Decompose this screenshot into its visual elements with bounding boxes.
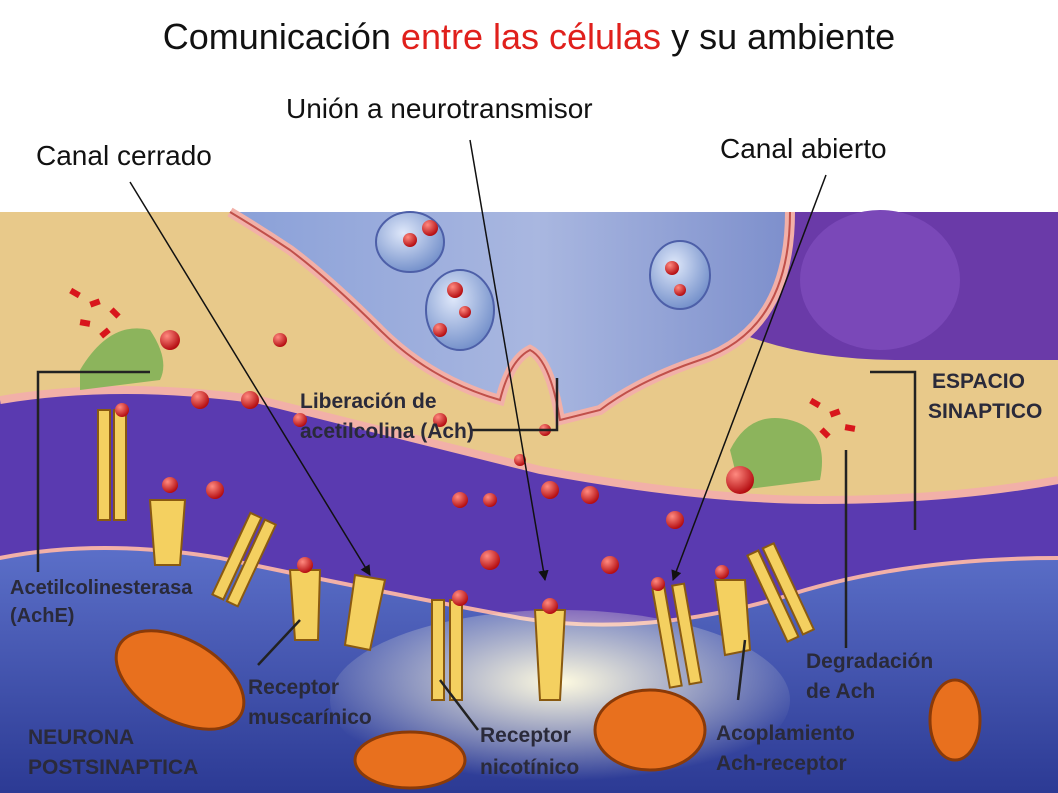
label-nicotinic-line1: Receptor: [480, 724, 571, 747]
slide-title: Comunicación entre las células y su ambi…: [0, 16, 1058, 58]
arrow-closed-channel: [129, 181, 371, 576]
label-degradation-line1: Degradación: [806, 650, 933, 673]
title-part-2-highlight: entre las células: [400, 16, 662, 57]
label-leader-lines: [36, 370, 917, 731]
callout-neurotransmitter-binding: Unión a neurotransmisor: [286, 93, 593, 124]
presynaptic-cytoplasm: [230, 212, 790, 420]
label-synaptic-space-line2: SINAPTICO: [928, 400, 1042, 423]
callout-closed-channel: Canal cerrado: [36, 140, 212, 171]
title-part-3: y su ambiente: [671, 16, 896, 57]
label-degradation-line2: de Ach: [806, 680, 875, 703]
label-coupling-line2: Ach-receptor: [716, 752, 847, 775]
acetylcholine-molecules: [160, 220, 754, 574]
presynaptic-terminal-bulb: [800, 210, 960, 350]
callout-open-channel: Canal abierto: [720, 133, 887, 164]
label-release-line2: acetilcolina (Ach): [300, 420, 474, 443]
ache-enzyme-left: [80, 328, 164, 390]
label-muscarinic-line1: Receptor: [248, 676, 339, 699]
label-muscarinic-line2: muscarínico: [248, 706, 372, 729]
label-nicotinic-line2: nicotínico: [480, 756, 579, 779]
receptors: [97, 403, 816, 701]
ache-enzyme-right: [730, 418, 822, 490]
arrow-neurotransmitter-binding: [469, 139, 549, 582]
degraded-ach-fragments: [69, 287, 856, 439]
label-ache-line1: Acetilcolinesterasa: [10, 577, 193, 599]
label-neuron-line2: POSTSINAPTICA: [28, 756, 198, 779]
title-part-1: Comunicación: [162, 16, 391, 57]
label-coupling-line1: Acoplamiento: [716, 722, 855, 745]
mitochondria: [114, 629, 982, 790]
label-synaptic-space-line1: ESPACIO: [932, 370, 1025, 393]
label-ache-line2: (AchE): [10, 605, 74, 627]
label-neuron-line1: NEURONA: [28, 726, 134, 749]
label-release-line1: Liberación de: [300, 390, 437, 413]
arrow-open-channel: [671, 174, 827, 581]
